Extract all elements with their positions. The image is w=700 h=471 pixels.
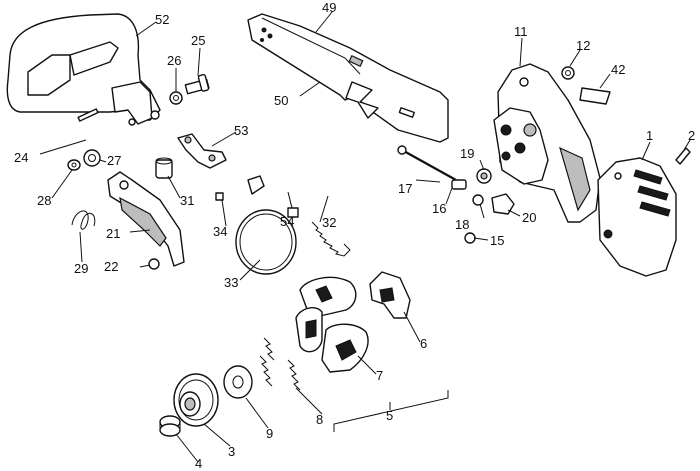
callout-29: 29 — [74, 261, 88, 276]
callout-5: 5 — [386, 408, 393, 423]
callout-53: 53 — [234, 123, 248, 138]
callout-52: 52 — [155, 12, 169, 27]
screw-15-part — [464, 232, 476, 244]
brake-spring-part — [71, 210, 96, 230]
sprocket-cover-part — [493, 63, 601, 223]
callout-25: 25 — [191, 33, 205, 48]
callout-26: 26 — [167, 53, 181, 68]
guide-bar-part — [247, 13, 449, 143]
spacer-part — [155, 157, 173, 179]
callout-54: 54 — [280, 214, 294, 229]
screw-22-part — [139, 258, 160, 270]
callout-20: 20 — [522, 210, 536, 225]
callout-42: 42 — [611, 62, 625, 77]
callout-31: 31 — [180, 193, 194, 208]
callout-18: 18 — [455, 217, 469, 232]
callout-12: 12 — [576, 38, 590, 53]
callout-19: 19 — [460, 146, 474, 161]
callout-33: 33 — [224, 275, 238, 290]
callout-6: 6 — [420, 336, 427, 351]
callout-22: 22 — [104, 259, 118, 274]
brake-lever-part — [107, 171, 185, 267]
long-bolt-part — [397, 145, 457, 181]
label-plate-part — [579, 87, 611, 105]
callout-8: 8 — [316, 412, 323, 427]
brake-band-part — [235, 175, 297, 275]
side-cover-part — [597, 157, 677, 277]
callout-3: 3 — [228, 444, 235, 459]
adjuster-small-parts — [451, 168, 515, 215]
nut-12-part — [561, 66, 575, 80]
pin-part — [77, 108, 99, 122]
washer-part — [223, 365, 253, 399]
sprocket-drum-part — [173, 373, 219, 427]
needle-bearing-part — [159, 415, 181, 437]
clutch-assembly-part — [295, 271, 411, 373]
chain-adjuster-part — [177, 133, 227, 169]
callout-17: 17 — [398, 181, 412, 196]
callout-2: 2 — [688, 128, 695, 143]
screw-2-part — [675, 147, 691, 165]
callout-labels: 52 49 25 26 50 11 12 42 1 2 53 24 27 28 … — [14, 0, 695, 471]
nut-washer-part — [67, 149, 101, 171]
callout-15: 15 — [490, 233, 504, 248]
callout-27: 27 — [107, 153, 121, 168]
callout-34: 34 — [213, 224, 227, 239]
callout-49: 49 — [322, 0, 336, 15]
brake-spring-32-part — [311, 221, 351, 257]
callout-28: 28 — [37, 193, 51, 208]
callout-9: 9 — [266, 426, 273, 441]
callout-16: 16 — [432, 201, 446, 216]
callout-21: 21 — [106, 226, 120, 241]
callout-1: 1 — [646, 128, 653, 143]
callout-50: 50 — [274, 93, 288, 108]
chain-cover-part — [6, 13, 161, 126]
callout-24: 24 — [14, 150, 28, 165]
pin-34-part — [215, 192, 224, 201]
callout-7: 7 — [376, 368, 383, 383]
callout-4: 4 — [195, 456, 202, 471]
callout-32: 32 — [322, 215, 336, 230]
block-54-part — [287, 207, 299, 218]
clutch-springs-part — [259, 337, 301, 391]
callout-11: 11 — [514, 24, 528, 39]
leader-lines — [39, 11, 691, 463]
